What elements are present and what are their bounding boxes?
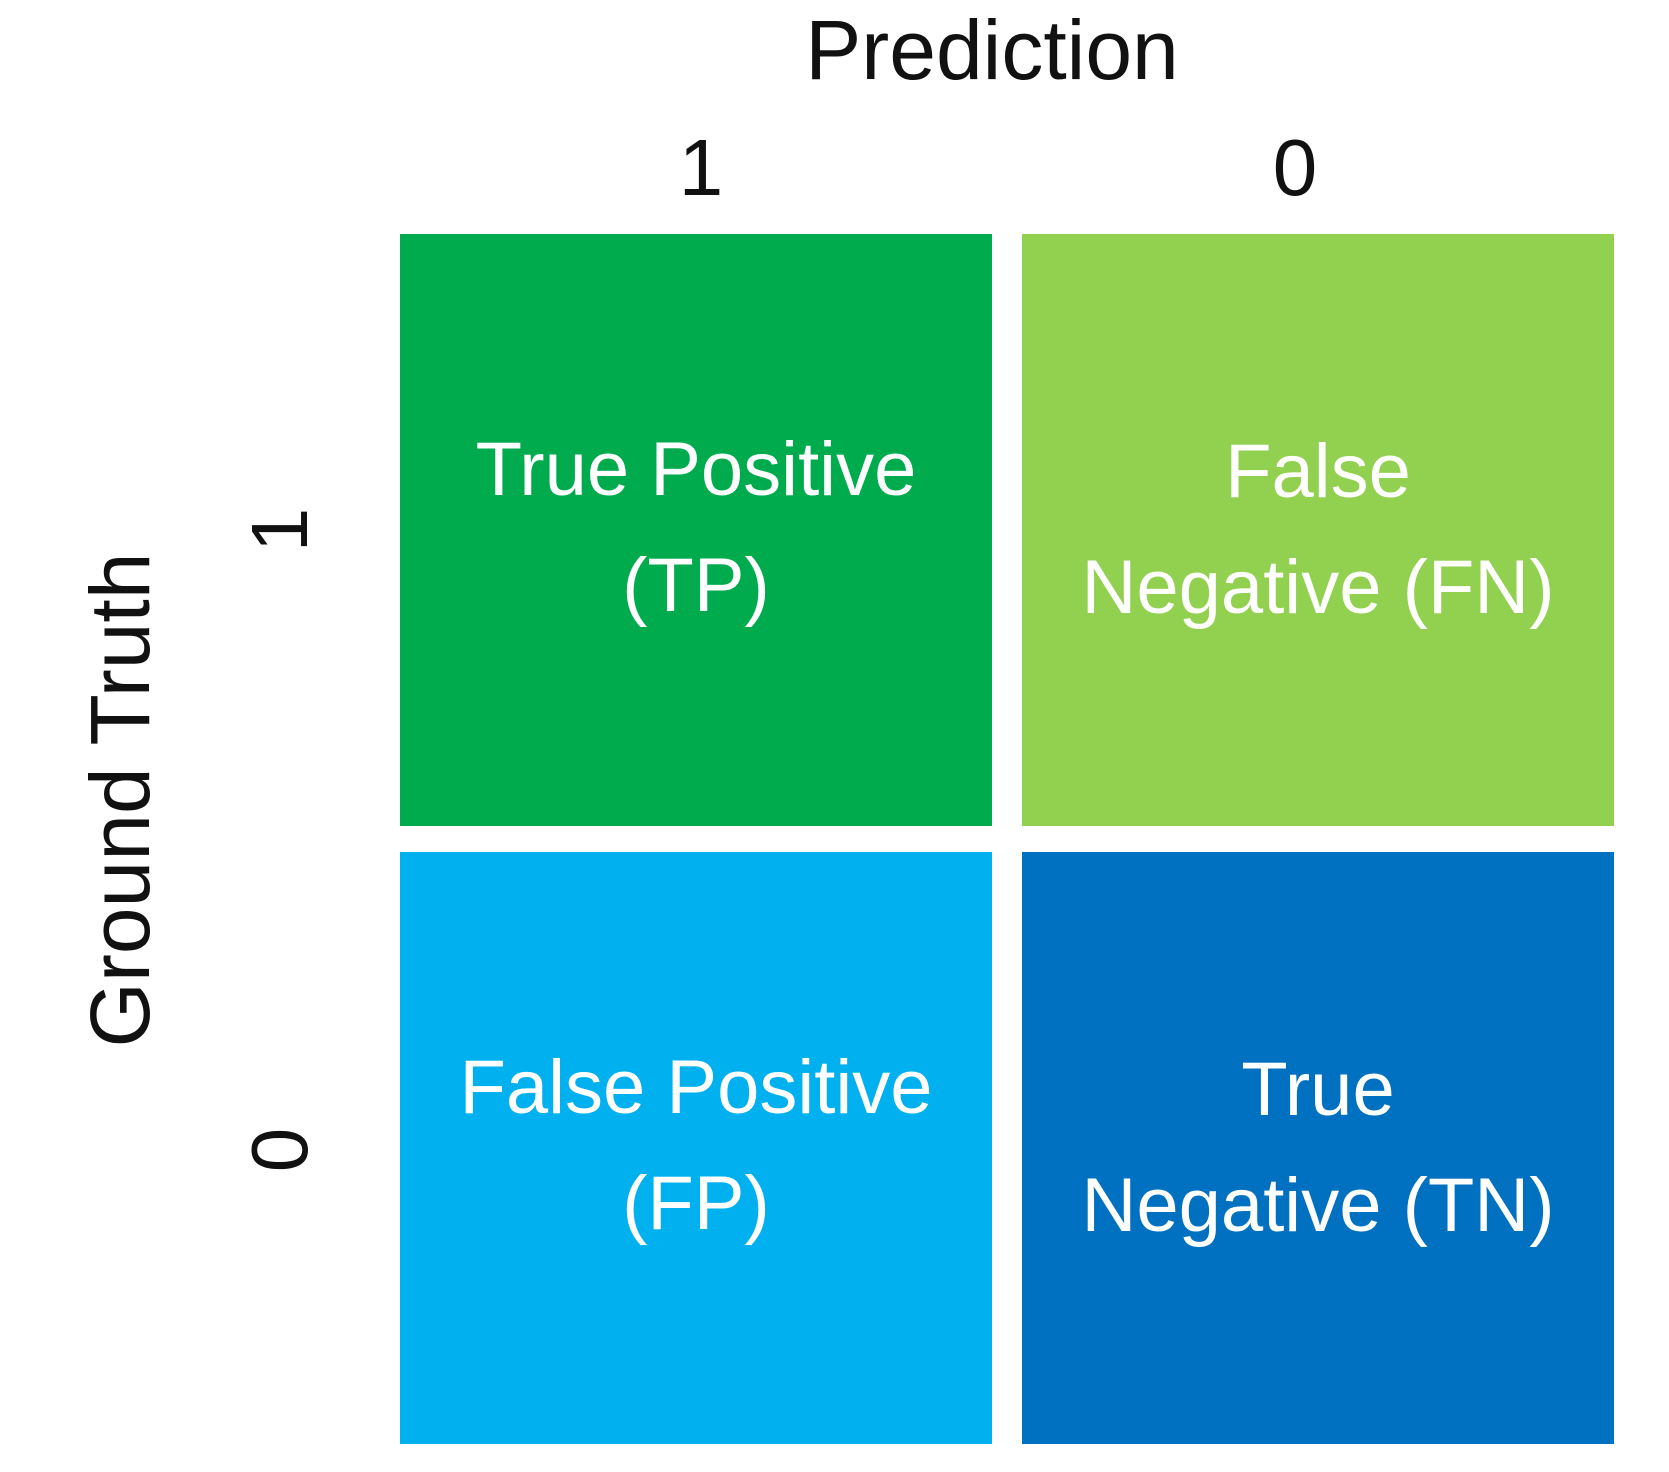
true-negative-line1: True xyxy=(1241,1047,1395,1132)
true-positive-cell: True Positive (TP) xyxy=(400,234,992,826)
true-negative-cell: True Negative (TN) xyxy=(1022,852,1614,1444)
false-positive-line1: False Positive xyxy=(459,1045,933,1130)
false-negative-line2: Negative (FN) xyxy=(1081,545,1555,630)
ground-truth-label-0: 0 xyxy=(235,1127,324,1173)
ground-truth-axis-title: Ground Truth xyxy=(73,552,167,1048)
true-positive-line2: (TP) xyxy=(622,543,770,628)
false-negative-cell: False Negative (FN) xyxy=(1022,234,1614,826)
true-negative-line2: Negative (TN) xyxy=(1081,1163,1555,1248)
false-negative-line1: False xyxy=(1225,429,1411,514)
ground-truth-axis: Ground Truth xyxy=(60,500,180,1100)
prediction-label-0: 0 xyxy=(1272,123,1318,212)
prediction-label-1: 1 xyxy=(678,123,724,212)
false-positive-cell: False Positive (FP) xyxy=(400,852,992,1444)
false-positive-line2: (FP) xyxy=(622,1161,770,1246)
ground-truth-row-0: 0 xyxy=(225,1090,335,1210)
true-positive-line1: True Positive xyxy=(475,427,917,512)
prediction-axis-title: Prediction xyxy=(805,3,1179,97)
ground-truth-row-1: 1 xyxy=(225,470,335,590)
ground-truth-label-1: 1 xyxy=(235,507,324,553)
